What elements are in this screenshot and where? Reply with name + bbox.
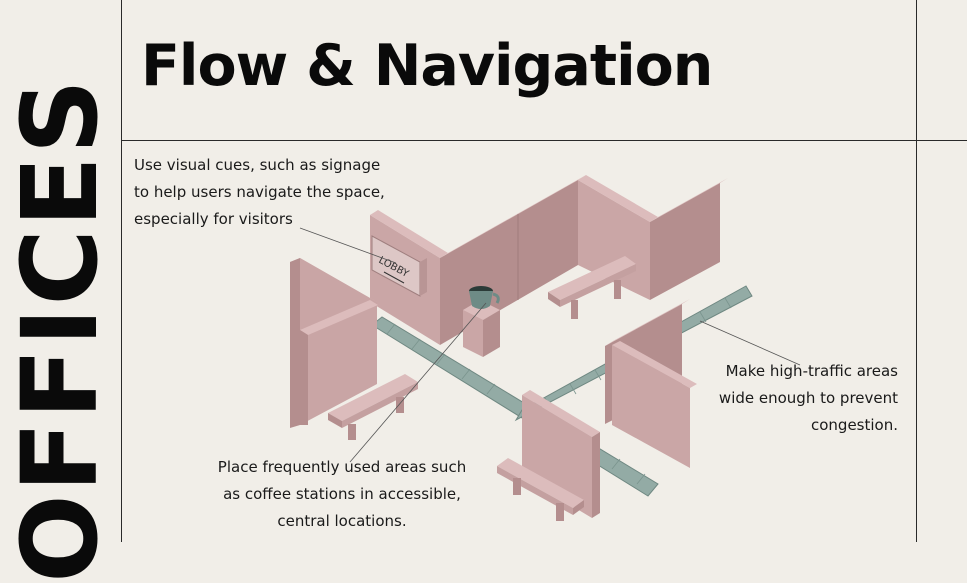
office-floor-illustration: LOBBY bbox=[290, 175, 801, 521]
callout-central-line: as coffee stations in accessible, bbox=[223, 485, 461, 503]
callout-central-line: central locations. bbox=[277, 512, 407, 530]
callout-signage: Use visual cues, such as signage to help… bbox=[134, 152, 385, 233]
callout-signage-line: especially for visitors bbox=[134, 210, 293, 228]
callout-signage-line: to help users navigate the space, bbox=[134, 183, 385, 201]
callout-lines bbox=[299, 227, 801, 463]
callout-central-line: Place frequently used areas such bbox=[217, 458, 467, 476]
wall-front bbox=[522, 390, 600, 518]
lobby-sign: LOBBY bbox=[371, 235, 427, 297]
page-title: Flow & Navigation bbox=[141, 33, 713, 99]
bench-left bbox=[328, 374, 418, 440]
divider-left bbox=[121, 0, 122, 542]
coffee-cup-icon bbox=[469, 286, 500, 309]
divider-horizontal bbox=[121, 140, 967, 141]
wall-back bbox=[440, 175, 586, 345]
callout-traffic-line: Make high-traffic areas bbox=[725, 362, 898, 380]
callout-traffic: Make high-traffic areas wide enough to p… bbox=[700, 358, 898, 439]
coffee-station bbox=[463, 286, 500, 357]
bench-top bbox=[548, 256, 636, 319]
divider-right bbox=[916, 0, 917, 542]
callout-traffic-line: congestion. bbox=[811, 416, 898, 434]
callout-traffic-line: wide enough to prevent bbox=[718, 389, 898, 407]
wall-right bbox=[605, 299, 697, 468]
callout-signage-line: Use visual cues, such as signage bbox=[134, 156, 381, 174]
callout-central: Place frequently used areas such as coff… bbox=[200, 454, 484, 535]
bench-front bbox=[497, 458, 584, 521]
wall-left bbox=[290, 258, 378, 428]
